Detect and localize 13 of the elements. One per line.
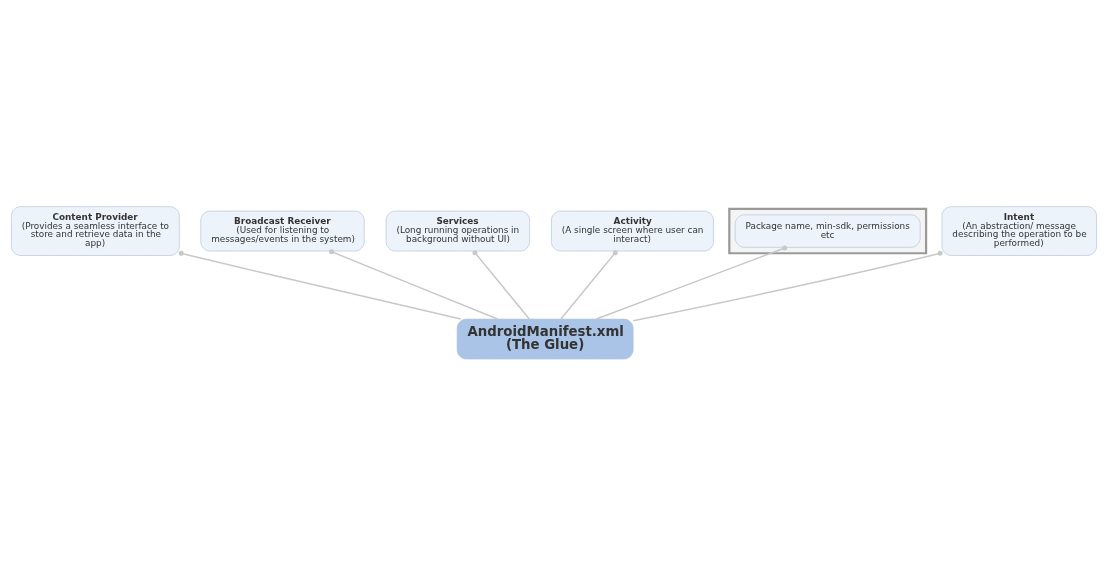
node-box: Content Provider (Provides a seamless interface to store and retrieve data in the app) bbox=[11, 205, 180, 256]
connector bbox=[560, 249, 618, 320]
connector bbox=[472, 249, 531, 320]
node-box: AndroidManifest.xml (The Glue) bbox=[456, 318, 634, 359]
connector bbox=[329, 248, 499, 320]
connector bbox=[632, 250, 943, 321]
node-box: Activity (A single screen where user can interact) bbox=[551, 210, 714, 251]
node-box: Broadcast Receiver (Used for listening to messages/events in the system) bbox=[200, 210, 365, 251]
node-box: Intent (An abstraction/ message describing the operation to be performed) bbox=[941, 205, 1097, 256]
node-box: Services (Long running operations in background without UI) bbox=[385, 210, 530, 251]
node-box: Package name, min-sdk, permissions etc bbox=[734, 213, 921, 248]
connector bbox=[178, 250, 462, 320]
connector bbox=[595, 245, 788, 320]
